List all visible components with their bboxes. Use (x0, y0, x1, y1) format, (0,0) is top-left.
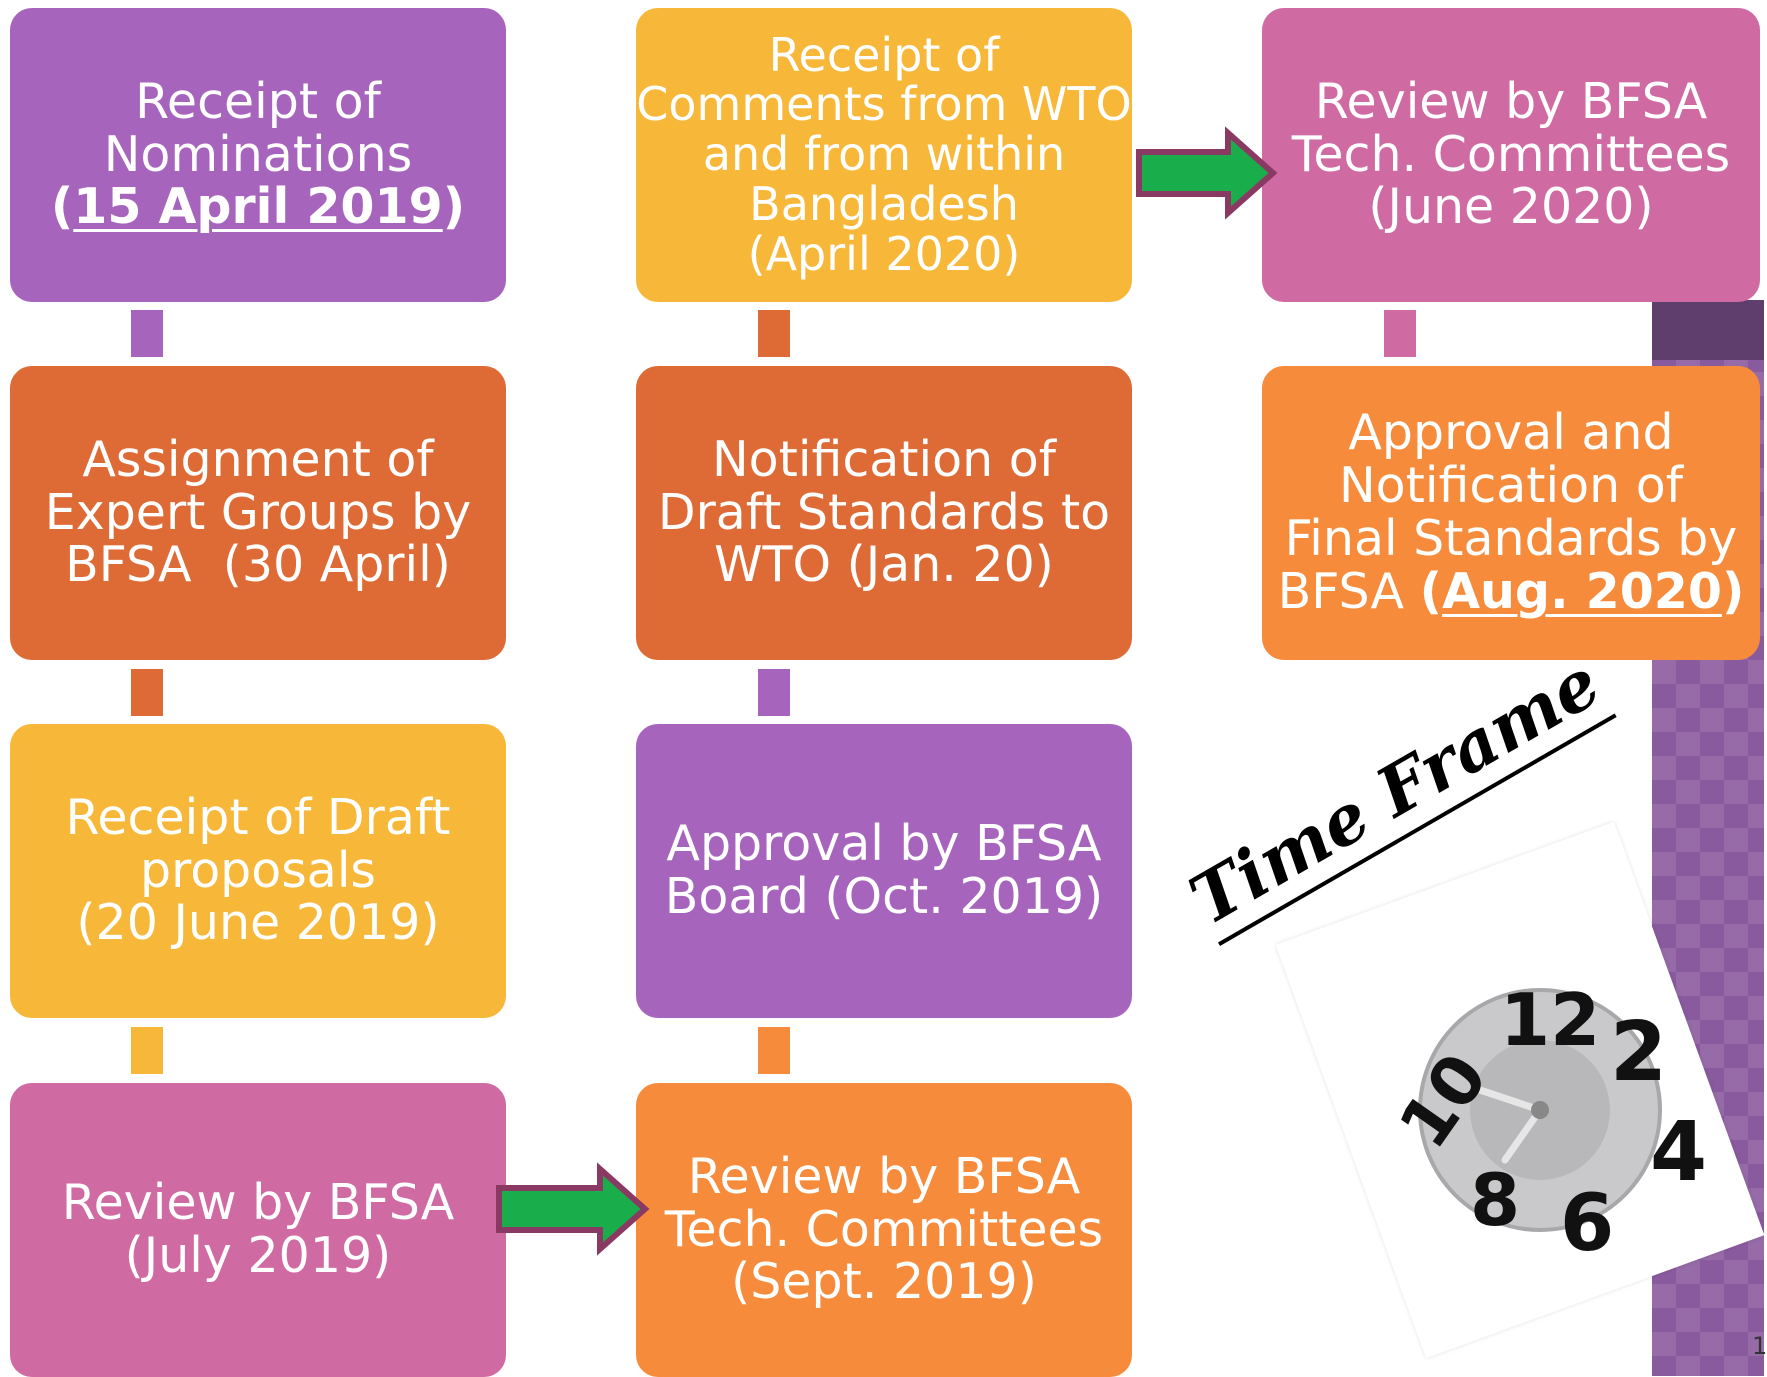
side-decoration-dark (1652, 300, 1764, 360)
connector (131, 310, 163, 357)
box-line: Draft Standards to (657, 483, 1111, 541)
box-approval-final-standards: Approval and Notification of Final Stand… (1262, 366, 1760, 660)
box-line: Board (Oct. 2019) (664, 868, 1104, 925)
box-line: Notification of (712, 430, 1056, 488)
box-date-line: BFSA (Aug. 2020) (1277, 562, 1745, 620)
box-line: (Sept. 2019) (731, 1253, 1037, 1311)
box-approval-by-bfsa-board: Approval by BFSA Board (Oct. 2019) (636, 724, 1132, 1018)
box-line: proposals (140, 841, 376, 899)
box-notification-of-draft-standards: Notification of Draft Standards to WTO (… (636, 366, 1132, 660)
clock-number: 12 (1500, 978, 1600, 1062)
clock-number: 2 (1610, 1005, 1667, 1100)
box-line: Final Standards by (1284, 510, 1738, 567)
right-arrow-icon (1136, 126, 1278, 220)
connector (131, 1027, 163, 1074)
box-line: Tech. Committees (664, 1200, 1104, 1258)
box-line: and from within (702, 127, 1066, 182)
box-line: Receipt of Draft (65, 788, 451, 846)
paren-open: ( (50, 178, 74, 236)
date-highlight: 15 April 2019 (73, 178, 443, 236)
box-receipt-of-nominations: Receipt of Nominations (15 April 2019) (10, 8, 506, 302)
box-receipt-of-draft-proposals: Receipt of Draft proposals (20 June 2019… (10, 724, 506, 1018)
box-line: Comments from WTO (636, 77, 1132, 132)
box-line: (20 June 2019) (76, 894, 440, 952)
box-line: Notification of (1339, 457, 1683, 515)
box-line: Approval and (1348, 404, 1674, 462)
connector (758, 669, 790, 716)
box-line: Bangladesh (749, 176, 1019, 231)
connector (758, 1027, 790, 1074)
box-line: (April 2020) (747, 226, 1021, 281)
page-number: 1 (1752, 1332, 1767, 1360)
paren-close: ) (442, 178, 466, 236)
clock-number: 4 (1650, 1105, 1707, 1200)
paren-close: ) (1722, 562, 1745, 620)
box-line: Assignment of (82, 430, 434, 488)
date-highlight: Aug. 2020 (1442, 562, 1722, 620)
box-line: Expert Groups by (44, 483, 472, 541)
clock-number: 6 (1560, 1179, 1614, 1269)
box-receipt-of-comments: Receipt of Comments from WTO and from wi… (636, 8, 1132, 302)
clock-number: 8 (1470, 1158, 1520, 1242)
box-review-tech-committees-sept: Review by BFSA Tech. Committees (Sept. 2… (636, 1083, 1132, 1377)
box-review-tech-committees-june: Review by BFSA Tech. Committees (June 20… (1262, 8, 1760, 302)
box-line: BFSA (30 April) (65, 536, 451, 594)
box-assignment-of-expert-groups: Assignment of Expert Groups by BFSA (30 … (10, 366, 506, 660)
connector (131, 669, 163, 716)
box-line: (June 2020) (1368, 178, 1654, 236)
box-date-line: (15 April 2019) (50, 178, 466, 236)
box-review-by-bfsa: Review by BFSA (July 2019) (10, 1083, 506, 1377)
box-line-prefix: BFSA (1277, 562, 1420, 620)
box-line: Review by BFSA (61, 1174, 455, 1232)
paren-open: ( (1419, 562, 1443, 620)
box-line: Approval by BFSA (666, 815, 1102, 873)
box-line: Nominations (103, 125, 413, 183)
box-line: WTO (Jan. 20) (714, 536, 1054, 594)
box-line: (July 2019) (124, 1227, 392, 1284)
connector (758, 310, 790, 357)
box-line: Receipt of (135, 72, 381, 130)
box-line: Review by BFSA (1314, 72, 1708, 130)
connector (1384, 310, 1416, 357)
right-arrow-icon (496, 1162, 650, 1256)
box-line: Tech. Committees (1291, 125, 1731, 183)
box-line: Receipt of (768, 27, 1000, 82)
clock-icon: 12 2 4 6 8 10 (1385, 978, 1707, 1269)
box-line: Review by BFSA (687, 1147, 1081, 1205)
